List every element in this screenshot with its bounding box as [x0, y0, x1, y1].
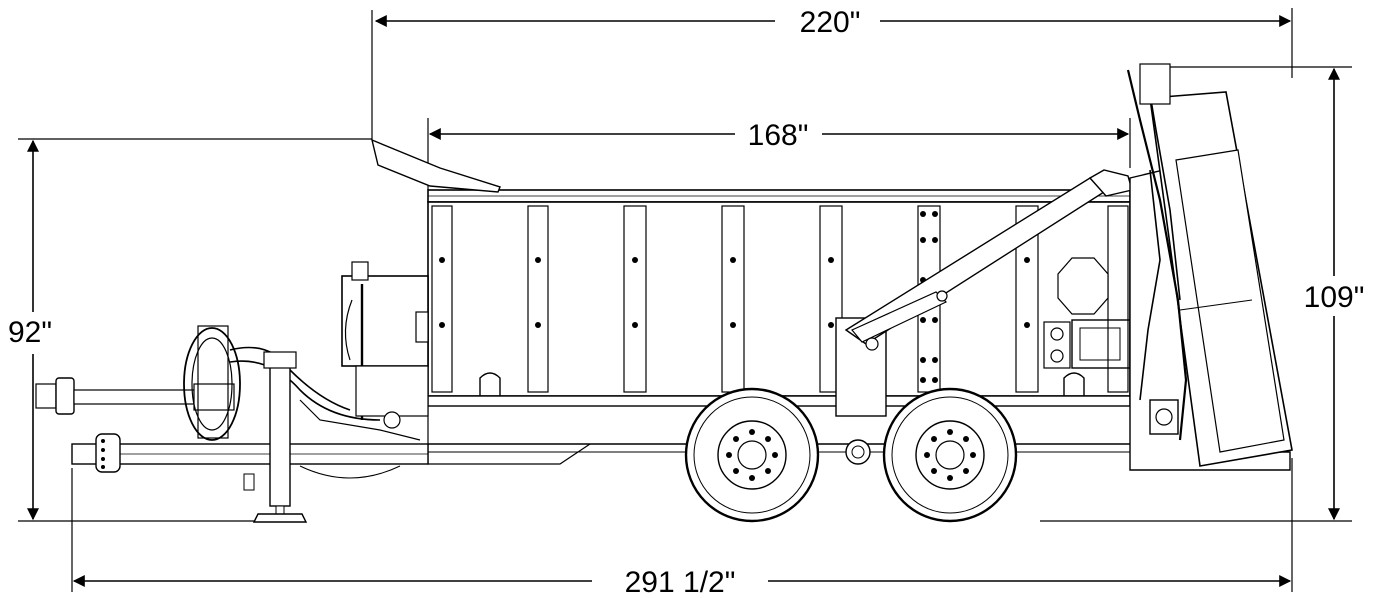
- dimension-label-168: 168": [748, 119, 809, 152]
- jack-stand: [243, 351, 308, 523]
- dimension-label-291-half: 291 1/2": [625, 566, 736, 598]
- dimension-label-220: 220": [800, 6, 861, 39]
- dimension-291-half: 291 1/2": [71, 458, 1293, 598]
- dimension-109: 109": [1040, 66, 1365, 522]
- pto-driveline: [35, 377, 235, 415]
- wheel-rear: [882, 387, 1018, 523]
- dimension-168: 168": [427, 118, 1131, 190]
- axle-hub: [845, 439, 871, 465]
- dimension-label-109: 109": [1304, 281, 1365, 314]
- hitch-tongue: [71, 433, 429, 479]
- wheel-front: [684, 387, 820, 523]
- dimension-label-92: 92": [8, 316, 52, 349]
- dimension-220: 220": [371, 6, 1293, 140]
- rear-beater-assembly: [1126, 63, 1293, 471]
- hydraulic-pump: [299, 261, 429, 441]
- hydraulic-arm: [835, 169, 1133, 417]
- dimension-92: 92": [8, 138, 372, 522]
